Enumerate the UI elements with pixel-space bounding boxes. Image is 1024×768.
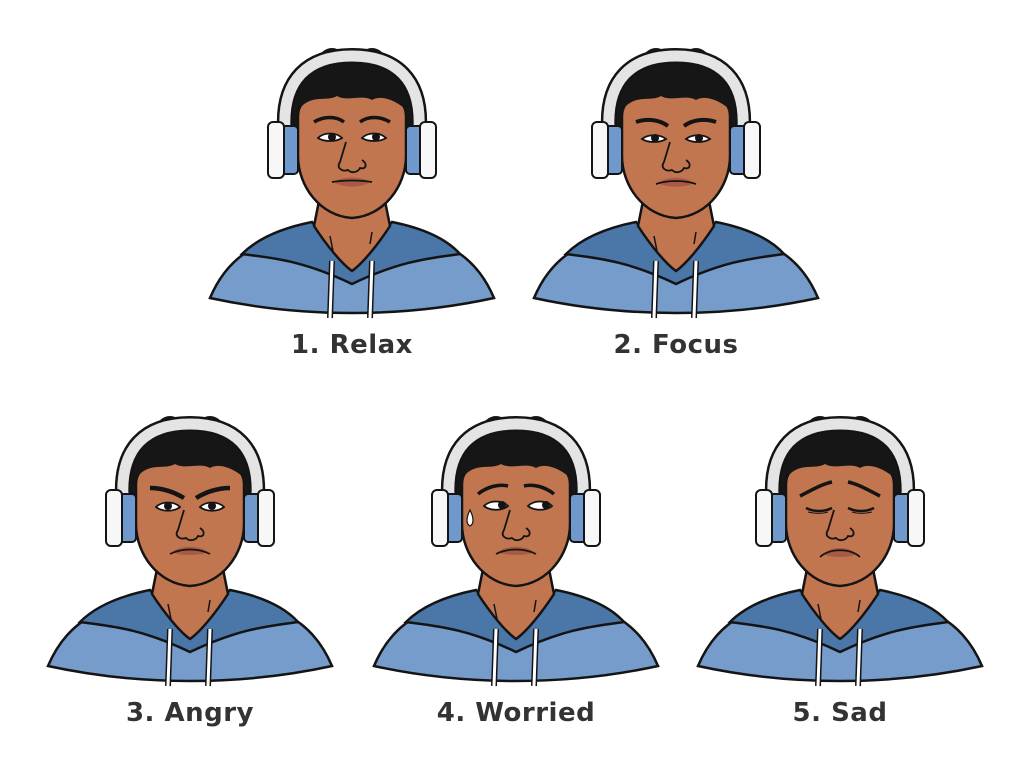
neck	[150, 562, 230, 641]
face	[460, 457, 572, 588]
figure-caption: 4. Worried	[436, 698, 596, 728]
headphones-icon	[105, 415, 275, 547]
expression-focus	[635, 117, 717, 187]
figure-caption: 2. Focus	[613, 330, 739, 360]
character-illustration	[372, 415, 660, 687]
figure-focus: 2. Focus	[526, 46, 826, 376]
headphones-icon	[431, 415, 601, 547]
figure-angry: 3. Angry	[40, 414, 340, 744]
neck	[636, 194, 716, 273]
figure-sad: 5. Sad	[690, 414, 990, 744]
expression-sad	[799, 480, 881, 558]
character-illustration	[208, 47, 496, 319]
face	[296, 89, 408, 220]
figure-caption: 5. Sad	[792, 698, 888, 728]
expression-angry	[149, 485, 231, 555]
face	[134, 457, 246, 588]
figure-caption: 1. Relax	[291, 330, 413, 360]
character-illustration	[532, 47, 820, 319]
headphones-icon	[591, 47, 761, 179]
headphones-icon	[755, 415, 925, 547]
character-illustration	[46, 415, 334, 687]
expression-worried	[466, 483, 556, 555]
neck	[800, 562, 880, 641]
expression-relax	[313, 115, 391, 187]
figure-caption: 3. Angry	[125, 698, 255, 728]
figure-worried: 4. Worried	[366, 414, 666, 744]
face	[620, 89, 732, 220]
figure-relax: 1. Relax	[202, 46, 502, 376]
neck	[476, 562, 556, 641]
sweat-drop-icon	[466, 508, 474, 527]
character-illustration	[696, 415, 984, 687]
headphones-icon	[267, 47, 437, 179]
face	[784, 457, 896, 588]
neck	[312, 194, 392, 273]
